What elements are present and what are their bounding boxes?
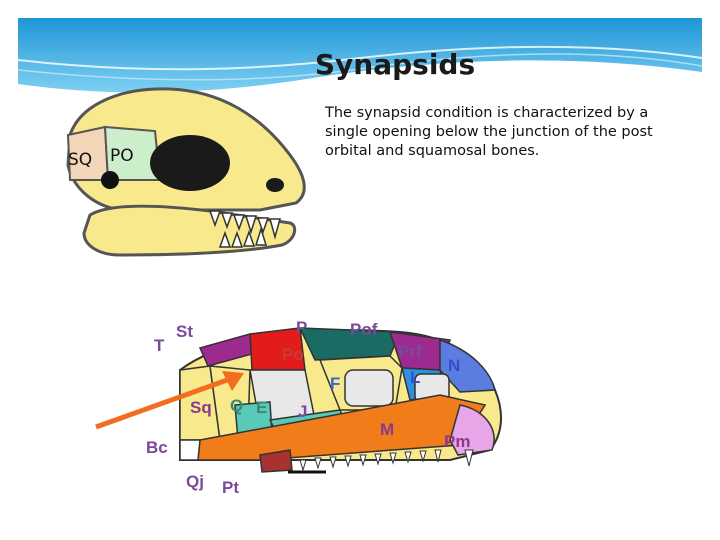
label-e: E	[256, 398, 268, 417]
label-p: P	[296, 318, 308, 337]
label-pof: Pof	[350, 320, 378, 339]
label-st: St	[176, 322, 193, 341]
label-f: F	[330, 374, 341, 393]
slide-title: Synapsids	[314, 48, 476, 81]
label-pm: Pm	[444, 432, 471, 451]
label-n: N	[448, 356, 461, 375]
label-m: M	[380, 420, 395, 439]
label-postorbital: PO	[110, 146, 134, 166]
label-qj: Qj	[186, 472, 204, 491]
label-j: J	[298, 402, 308, 421]
label-squamosal: SQ	[68, 150, 93, 170]
label-prf: Prf	[398, 342, 422, 361]
label-q: Q	[230, 396, 244, 415]
header-banner	[17, 18, 703, 93]
label-pt: Pt	[222, 478, 239, 497]
synapsid-skull-diagram	[66, 87, 306, 257]
label-po: Po	[282, 345, 304, 364]
label-sq: Sq	[190, 398, 212, 417]
temporal-opening-arrow	[95, 371, 244, 430]
detailed-skull-diagram	[179, 327, 502, 474]
slide-description: The synapsid condition is characterized …	[325, 105, 653, 159]
label-bc: Bc	[146, 438, 168, 457]
label-t: T	[154, 336, 165, 355]
label-l: L	[410, 368, 421, 387]
